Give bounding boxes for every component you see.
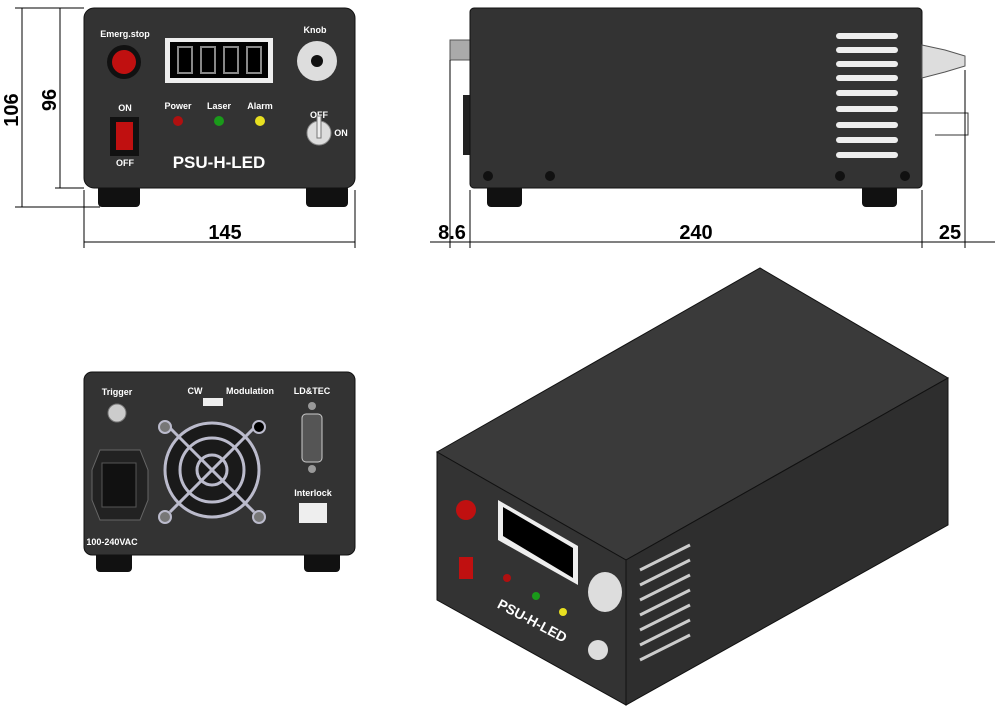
iso-power-switch xyxy=(459,557,473,579)
iso-knob xyxy=(588,572,622,612)
front-view: Emerg.stop Knob Power Laser Alarm ON OFF… xyxy=(83,7,356,207)
dimension-240: 240 xyxy=(679,222,712,244)
foot xyxy=(306,185,348,207)
power-switch xyxy=(116,122,133,150)
dimension-8-6: 8.6 xyxy=(438,222,466,244)
display-digits xyxy=(177,46,262,74)
foot xyxy=(98,185,140,207)
knob-label: Knob xyxy=(304,25,327,35)
emergency-stop-label: Emerg.stop xyxy=(100,29,150,39)
isometric-view: PSU-H-LED xyxy=(435,267,950,706)
front-dimensions: 106 96 145 xyxy=(1,7,356,248)
power-input-label: 100-240VAC xyxy=(86,537,138,547)
iso-key xyxy=(588,640,608,660)
side-dimensions: 8.6 240 25 xyxy=(430,60,995,248)
trigger-bnc xyxy=(107,403,127,423)
laser-led xyxy=(214,116,224,126)
key-off-label: OFF xyxy=(310,110,328,120)
power-led xyxy=(173,116,183,126)
cw-label: CW xyxy=(188,386,203,396)
front-face xyxy=(436,451,627,706)
key-on-label: ON xyxy=(334,128,348,138)
iso-vent-slots xyxy=(639,543,691,662)
switch-on-label: ON xyxy=(118,103,132,113)
bnc-connector xyxy=(449,39,471,61)
front-panel xyxy=(83,7,356,189)
db15-connector xyxy=(301,413,323,463)
laser-label: Laser xyxy=(207,101,232,111)
interlock-rj-port xyxy=(299,503,327,523)
key-icon xyxy=(316,115,322,139)
interlock-label: Interlock xyxy=(294,488,333,498)
ld-tec-label: LD&TEC xyxy=(294,386,331,396)
knob-profile xyxy=(921,44,966,79)
dimension-25: 25 xyxy=(939,222,961,244)
side-body xyxy=(469,7,923,189)
emergency-stop-button xyxy=(112,50,136,74)
fan xyxy=(158,420,266,524)
dimension-106: 106 xyxy=(1,93,23,126)
trigger-label: Trigger xyxy=(102,387,133,397)
iso-emergency-stop xyxy=(456,500,476,520)
switch-off-label: OFF xyxy=(116,158,134,168)
dimension-145: 145 xyxy=(208,222,241,244)
alarm-led xyxy=(255,116,265,126)
model-label: PSU-H-LED xyxy=(173,153,266,172)
knob-center xyxy=(311,55,323,67)
key-profile xyxy=(922,112,969,136)
rear-view: Trigger CW Modulation LD&TEC Interlock 1… xyxy=(83,371,356,572)
vent-slots xyxy=(836,33,898,158)
mode-switch xyxy=(203,398,223,406)
side-view xyxy=(449,7,969,207)
modulation-label: Modulation xyxy=(226,386,274,396)
dimension-96: 96 xyxy=(39,89,61,111)
alarm-label: Alarm xyxy=(247,101,273,111)
power-label: Power xyxy=(164,101,192,111)
